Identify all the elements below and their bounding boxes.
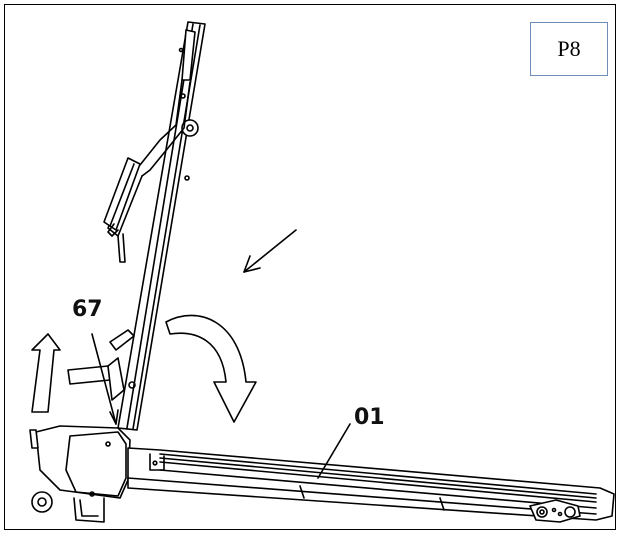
lift-up-arrow bbox=[31, 333, 61, 413]
page-label-box: P8 bbox=[530, 22, 608, 76]
front-wheel bbox=[31, 491, 53, 513]
folding-latch-handle bbox=[67, 329, 135, 401]
fold-down-curved-arrow bbox=[165, 314, 257, 423]
diagram-frame bbox=[4, 4, 616, 530]
callout-part-67: 67 bbox=[72, 297, 103, 322]
push-direction-arrow bbox=[243, 229, 297, 273]
callout-part-01: 01 bbox=[354, 405, 385, 430]
page-label: P8 bbox=[557, 36, 581, 61]
console-assembly bbox=[103, 29, 196, 263]
upright-column bbox=[117, 21, 206, 431]
running-deck bbox=[127, 447, 615, 521]
motor-hood bbox=[29, 425, 131, 523]
leader-lines bbox=[91, 333, 351, 479]
rear-roller-foot bbox=[529, 499, 581, 523]
